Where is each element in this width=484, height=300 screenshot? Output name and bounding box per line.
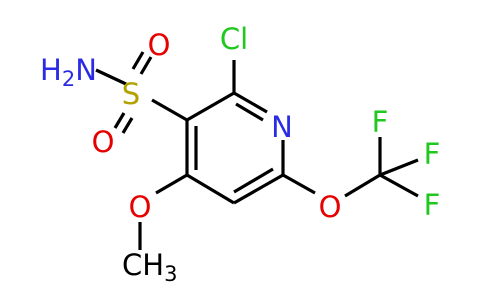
oxygen-bottom-label: O	[92, 125, 115, 159]
bond-cf3-f-bottom	[379, 173, 419, 198]
fluorine-bottom-label: F	[424, 188, 441, 222]
methyl-ch: CH	[122, 248, 164, 282]
bond-s-o-top-b	[139, 56, 153, 75]
amine-subscript: 2	[62, 67, 75, 91]
methyl-label: CH3	[122, 248, 177, 286]
bond-c6-c5-inner	[233, 167, 274, 194]
bond-c5-c4	[186, 173, 235, 205]
fluorine-top-label: F	[372, 105, 389, 139]
amine-n: N	[75, 53, 97, 87]
atom-labels: H2N S O O Cl N O CH3 O F F F	[40, 22, 440, 286]
methyl-subscript: 3	[164, 262, 177, 286]
bond-s-o-top-a	[131, 51, 145, 70]
nitrogen-label: N	[271, 110, 293, 144]
bond-s-o-bottom-b	[121, 117, 134, 134]
oxygen-methoxy-label: O	[129, 190, 152, 224]
amine-label: H2N	[40, 53, 97, 91]
bond-s-n	[95, 68, 127, 86]
bond-c3-c2	[186, 91, 235, 122]
amine-h: H	[40, 53, 62, 87]
bond-c3-s	[151, 98, 188, 122]
sulfur-label: S	[122, 77, 140, 111]
bond-c4-o	[155, 173, 188, 195]
chlorine-label: Cl	[220, 22, 248, 56]
fluorine-mid-label: F	[424, 137, 441, 171]
bond-c2-n	[233, 91, 268, 114]
bond-cf3-f-mid	[379, 158, 419, 177]
bond-s-o-bottom-a	[113, 112, 126, 129]
bonds	[95, 51, 419, 250]
bond-c6-c5	[233, 173, 284, 205]
bond-c2-n-inner	[235, 102, 264, 122]
bond-c6-o	[282, 173, 316, 195]
bond-o-cf3	[344, 173, 381, 198]
oxygen-top-label: O	[148, 28, 171, 62]
oxygen-ether-label: O	[319, 190, 342, 224]
